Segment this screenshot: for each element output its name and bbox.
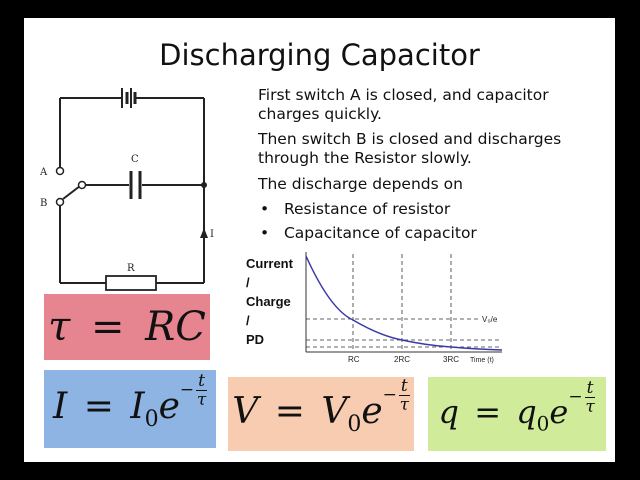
text-line-4: through the Resistor slowly. bbox=[258, 149, 472, 167]
denominator: τ bbox=[196, 389, 207, 410]
label-b: B bbox=[40, 198, 47, 209]
switch-pivot bbox=[77, 180, 87, 190]
junction-dot bbox=[201, 182, 207, 188]
minus-sign: − bbox=[179, 379, 195, 400]
minus-sign: − bbox=[382, 384, 397, 405]
text-line-2: charges quickly. bbox=[258, 105, 382, 123]
capacitor-symbol bbox=[129, 171, 142, 199]
label-a: A bbox=[39, 167, 48, 178]
text-line-1: First switch A is closed, and capacitor bbox=[258, 86, 549, 104]
label-i: I bbox=[210, 229, 214, 240]
switch-b-contact bbox=[55, 197, 65, 207]
circuit-diagram: A B C I R bbox=[39, 88, 214, 291]
switch-a-contact bbox=[55, 166, 65, 176]
initial-charge: q bbox=[516, 392, 537, 431]
decay-curve bbox=[305, 255, 503, 351]
graph-ylabel: Current / Charge / PD bbox=[246, 256, 293, 347]
bullet-item: • Capacitance of capacitor bbox=[260, 224, 477, 242]
ylabel-line: Charge bbox=[246, 294, 291, 309]
time-label: Time (t) bbox=[470, 357, 494, 364]
slide: Discharging Capacitor bbox=[24, 18, 615, 462]
v0e-label: V₀/e bbox=[482, 315, 498, 324]
equals-sign: = bbox=[474, 392, 502, 431]
bullet-item: • Resistance of resistor bbox=[260, 200, 451, 218]
denominator: τ bbox=[399, 394, 410, 415]
ylabel-line: / bbox=[246, 313, 250, 328]
tick-label: RC bbox=[348, 355, 360, 364]
bullet-label: Capacitance of capacitor bbox=[283, 224, 477, 242]
equals-sign: = bbox=[83, 385, 114, 427]
initial-current: I bbox=[130, 385, 145, 427]
initial-voltage: V bbox=[321, 390, 348, 432]
tick-label: 2RC bbox=[394, 355, 410, 364]
label-r: R bbox=[127, 263, 135, 274]
tick-label: 3RC bbox=[443, 355, 459, 364]
voltage-symbol: V bbox=[232, 390, 259, 432]
exponential-e: e bbox=[361, 390, 383, 432]
tau-symbol: τ bbox=[48, 304, 71, 350]
equals-sign: = bbox=[90, 304, 125, 350]
subscript-zero: 0 bbox=[347, 412, 362, 438]
resistor-symbol bbox=[105, 275, 157, 291]
equals-sign: = bbox=[274, 390, 305, 432]
denominator: τ bbox=[585, 396, 595, 417]
ylabel-line: PD bbox=[246, 332, 265, 347]
page-title: Discharging Capacitor bbox=[159, 38, 480, 72]
ylabel-line: / bbox=[246, 275, 250, 290]
current-arrow bbox=[200, 228, 208, 238]
label-c: C bbox=[131, 154, 139, 165]
minus-sign: − bbox=[568, 386, 583, 407]
text-line-3: Then switch B is closed and discharges bbox=[258, 130, 562, 148]
text-line-5: The discharge depends on bbox=[258, 175, 463, 193]
subscript-zero: 0 bbox=[536, 411, 550, 436]
time-constant-box: τ = RC bbox=[44, 294, 210, 360]
rc-term: RC bbox=[145, 304, 206, 350]
exponential-e: e bbox=[158, 385, 180, 427]
battery-symbol bbox=[121, 88, 137, 108]
numerator: t bbox=[584, 377, 596, 398]
numerator: t bbox=[196, 370, 207, 391]
time-constant-equation: τ = RC bbox=[48, 304, 206, 350]
ylabel-line: Current bbox=[246, 256, 293, 271]
charge-symbol: q bbox=[438, 392, 460, 431]
bullet-label: Resistance of resistor bbox=[283, 200, 451, 218]
subscript-zero: 0 bbox=[144, 407, 159, 433]
numerator: t bbox=[398, 375, 410, 396]
exponential-e: e bbox=[549, 392, 569, 431]
decay-graph: V₀/e RC 2RC 3RC Time (t) bbox=[305, 252, 503, 364]
current-symbol: I bbox=[53, 385, 68, 427]
